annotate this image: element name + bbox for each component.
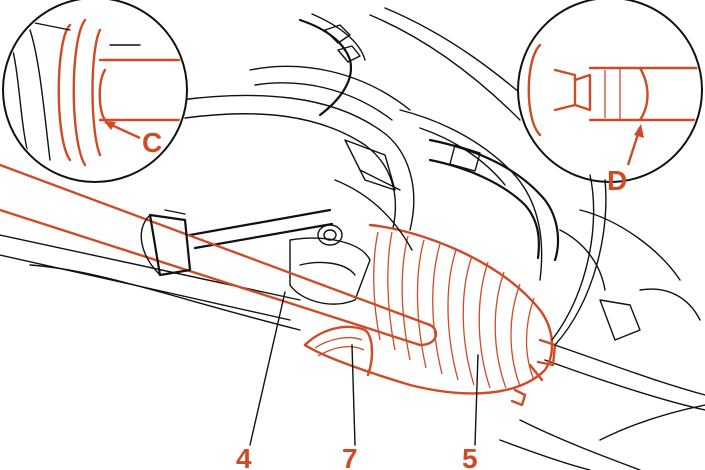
callout-labels: C D 4 7 5 — [142, 127, 627, 470]
label-c: C — [142, 127, 162, 158]
label-d: D — [607, 165, 627, 196]
leader-lines — [249, 179, 479, 446]
engine-bay-background — [0, 7, 705, 470]
boot-clip — [303, 325, 374, 377]
bellows-boot — [303, 223, 557, 407]
label-7: 7 — [342, 443, 358, 470]
label-4: 4 — [236, 443, 252, 470]
label-5: 5 — [462, 443, 478, 470]
inset-c — [2, 0, 188, 183]
inset-d — [517, 0, 703, 346]
rack-bar — [0, 163, 438, 347]
